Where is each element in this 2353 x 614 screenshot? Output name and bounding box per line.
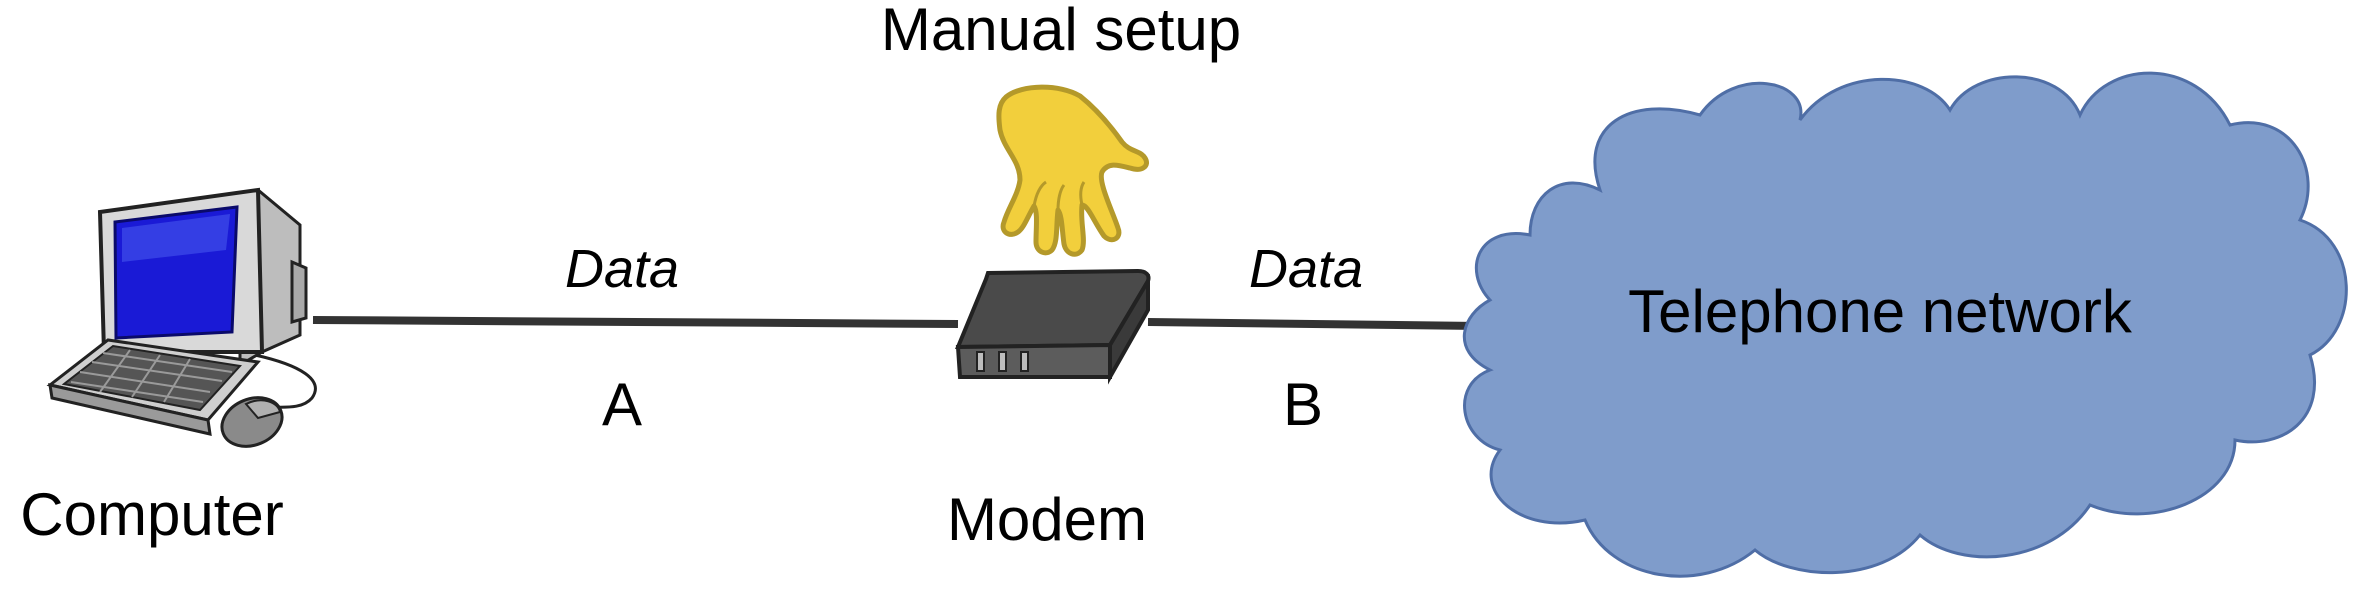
modem-icon — [954, 268, 1151, 385]
monitor-side — [290, 259, 308, 324]
screen-glare — [122, 214, 230, 262]
mouse-button — [244, 399, 282, 420]
modem-label: Modem — [947, 486, 1147, 553]
link-b-data-label: Data — [1249, 239, 1363, 299]
link-a-label: A — [602, 371, 642, 438]
telephone-network-cloud — [1462, 71, 2348, 578]
telephone-network-label: Telephone network — [1628, 278, 2133, 345]
hand-icon — [996, 84, 1149, 257]
hand-shape — [996, 84, 1149, 257]
modem-side — [1108, 273, 1150, 385]
computer-label: Computer — [20, 481, 283, 548]
modem-led-3 — [1020, 351, 1029, 372]
link-b-line — [1147, 318, 1481, 330]
link-a-line — [312, 316, 959, 328]
link-b-label: B — [1283, 371, 1323, 438]
cloud-shape — [1462, 71, 2348, 578]
hand-crease — [1032, 180, 1086, 211]
computer-icon — [46, 187, 317, 448]
link-a-data-label: Data — [565, 239, 679, 299]
keyboard-keys — [61, 344, 242, 412]
keyboard-key-grid — [70, 349, 233, 403]
manual-setup-label: Manual setup — [881, 0, 1241, 63]
modem-led-2 — [998, 351, 1007, 372]
keyboard-edge — [48, 383, 212, 436]
modem-led-1 — [976, 351, 985, 372]
